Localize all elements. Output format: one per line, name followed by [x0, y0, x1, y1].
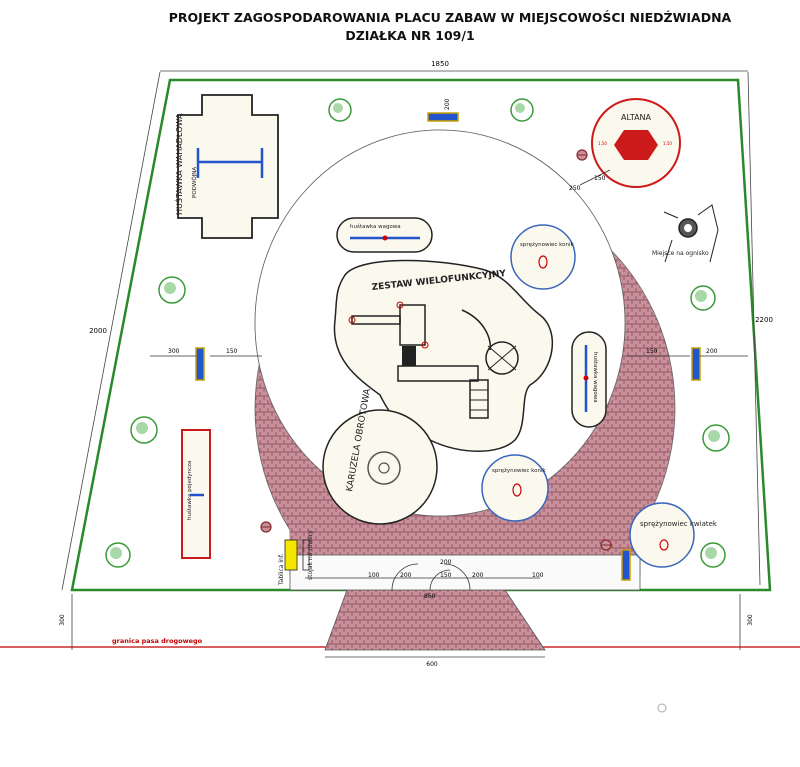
bin-icon: [600, 539, 612, 551]
double-swing-label: HUŚTAWKA WAHADŁOWA: [173, 113, 184, 215]
gate-total: 850: [424, 593, 436, 600]
play-ladder: [469, 379, 489, 419]
dim-left-side: 2000: [89, 327, 107, 335]
carousel-icon: [367, 451, 401, 485]
bench-icon: [621, 549, 631, 581]
spring-rider-icon: [659, 539, 669, 551]
dim-right-bench-label: 200: [706, 348, 718, 355]
play-corner-marker: [421, 341, 429, 349]
gate-seg-1: 100: [368, 572, 380, 579]
single-swing-label: huśtawka pojedyncza: [186, 461, 193, 520]
gate-upper: 200: [440, 559, 452, 566]
seesaw-right-pivot: [583, 375, 589, 381]
spring-flower-area: [629, 502, 695, 568]
spring-flower-label: sprężynowiec kwiatek: [640, 520, 718, 528]
dim-top-width: 1850: [431, 60, 449, 68]
gate-area: [289, 554, 641, 591]
play-slide: [461, 309, 492, 351]
gate-arc-left: [391, 563, 419, 591]
bench-icon: [195, 347, 205, 381]
play-set-area: [333, 259, 554, 452]
tree-icon: [690, 285, 716, 311]
bin-icon: [260, 521, 272, 533]
spring-rider-2-label: sprężynowiec konik: [492, 468, 547, 474]
tree-icon: [510, 98, 534, 122]
gate-arc-mid: [429, 569, 451, 591]
seesaw-right-label: huśtawka wagowa: [592, 352, 599, 403]
tree-icon: [130, 416, 158, 444]
plot-number: DZIAŁKA NR 109/1: [345, 28, 475, 43]
tree-icon: [105, 542, 131, 568]
gazebo-label: ALTANA: [621, 113, 652, 122]
double-swing-area: [177, 94, 279, 239]
seesaw-right-area: [571, 331, 607, 428]
bike-rack-label: stojak na rowery: [307, 530, 314, 580]
play-bridge: [397, 365, 479, 382]
info-board: [284, 539, 298, 571]
spring-rider-icon: [538, 255, 548, 269]
spring-rider-1-label: sprężynowiec konik: [520, 242, 575, 248]
bike-rack-icon: [302, 539, 310, 571]
gate-seg-2: 200: [400, 572, 412, 579]
dim-line-left: [61, 71, 161, 591]
plan-title: PROJEKT ZAGOSPODAROWANIA PLACU ZABAW W M…: [168, 10, 732, 25]
spring-rider-2-area: [481, 454, 549, 522]
carousel-center: [378, 462, 390, 474]
carousel-area: [322, 409, 438, 525]
play-corner-marker: [348, 316, 356, 324]
gazebo-dim-left: 1,50: [598, 141, 607, 146]
dim-right-side: 2200: [755, 316, 773, 324]
dim-right-path-label: 150: [646, 348, 658, 355]
tree-icon: [702, 424, 730, 452]
play-block: [402, 346, 416, 366]
gate-arc-right: [443, 563, 471, 591]
dim-left-path-label: 150: [226, 348, 238, 355]
dim-road-right-label: 300: [747, 614, 754, 626]
gazebo-dim-v: 150: [594, 175, 606, 182]
spring-rider-icon: [512, 483, 522, 497]
dim-line-right: [747, 71, 761, 586]
dim-left-bench-label: 300: [168, 348, 180, 355]
info-board-label: Tablica inf.: [278, 553, 285, 586]
fire-pit-center: [684, 224, 692, 232]
bench-icon: [427, 112, 459, 122]
gazebo-dim-line: [579, 169, 611, 186]
bin-icon: [657, 703, 667, 713]
gate-seg-4: 200: [472, 572, 484, 579]
tree-icon: [328, 98, 352, 122]
bin-icon: [576, 149, 588, 161]
seesaw-top-area: [336, 217, 433, 253]
tree-icon: [700, 542, 726, 568]
play-tower: [399, 304, 426, 346]
fire-pit-label: Miejsce na ognisko: [652, 250, 709, 257]
bench-icon: [691, 347, 701, 381]
seesaw-top-pivot: [382, 235, 388, 241]
road-boundary-label: granica pasa drogowego: [112, 637, 203, 645]
gazebo-dim-h: 250: [569, 185, 581, 192]
gazebo-dim-right: 1,50: [663, 141, 672, 146]
gate-seg-3: 150: [440, 572, 452, 579]
gate-seg-5: 100: [532, 572, 544, 579]
play-corner-marker: [396, 301, 404, 309]
play-hex-tower: [485, 341, 519, 375]
double-swing-sublabel: PODWÓJNA: [191, 167, 198, 198]
dim-road-left-label: 300: [59, 614, 66, 626]
fire-pit-logs: [663, 204, 719, 263]
spring-rider-1-area: [510, 224, 576, 290]
seesaw-top-label: huśtawka wagowa: [350, 223, 401, 230]
dim-entrance-bottom-label: 600: [426, 661, 438, 668]
gazebo-icon: [614, 130, 658, 160]
tree-icon: [158, 276, 186, 304]
dim-entrance-top: 200: [444, 98, 451, 110]
hex-tower-cross: [487, 345, 517, 371]
